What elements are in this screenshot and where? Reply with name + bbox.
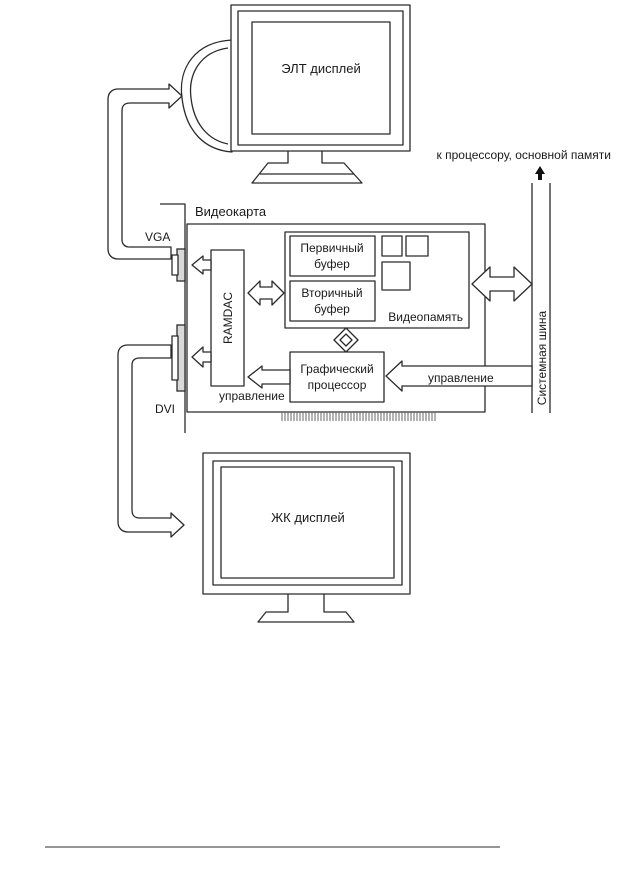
secondary-buffer-line2: буфер	[314, 302, 350, 316]
ramdac-label: RAMDAC	[221, 292, 235, 344]
dvi-cable-arrow	[117, 344, 185, 538]
gpu-line1: Графический	[300, 362, 373, 376]
primary-buffer-line2: буфер	[314, 257, 350, 271]
pci-edge-connector	[281, 412, 436, 421]
ramdac-to-dvi-arrow	[191, 346, 212, 368]
gpu-to-ramdac-control-arrow	[247, 365, 291, 389]
videocard-label: Видеокарта	[195, 204, 267, 219]
memory-gpu-arrow	[333, 327, 359, 353]
system-bus: Системная шина	[531, 183, 551, 413]
dvi-connector: DVI	[155, 324, 186, 416]
up-arrow-icon	[535, 166, 545, 180]
crt-monitor: ЭЛТ дисплей	[180, 4, 411, 184]
dvi-label: DVI	[155, 402, 175, 416]
secondary-buffer	[289, 280, 376, 322]
memory-cell	[381, 235, 403, 257]
ramdac-memory-arrow	[247, 280, 285, 306]
bus-to-gpu-control-arrow	[385, 360, 533, 392]
videomemory-block: Первичный буфер Вторичный буфер Видеопам…	[284, 231, 470, 329]
lcd-monitor-label: ЖК дисплей	[271, 510, 345, 525]
ramdac-to-vga-arrow	[191, 255, 212, 275]
crt-monitor-label: ЭЛТ дисплей	[281, 61, 360, 76]
control-label-left: управление	[219, 389, 285, 403]
vga-cable-arrow	[107, 83, 183, 260]
vga-connector: VGA	[145, 230, 186, 282]
control-label-right: управление	[428, 371, 494, 385]
videomemory-label: Видеопамять	[388, 310, 463, 324]
gpu-line2: процессор	[308, 378, 367, 392]
system-bus-label: Системная шина	[535, 310, 549, 405]
primary-buffer-line1: Первичный	[300, 241, 363, 255]
primary-buffer	[289, 235, 376, 277]
vga-label: VGA	[145, 230, 170, 244]
secondary-buffer-line1: Вторичный	[301, 286, 362, 300]
memory-cell	[381, 261, 411, 291]
gpu-block: Графический процессор	[289, 351, 385, 403]
ramdac-block: RAMDAC	[210, 249, 245, 387]
memory-cell	[405, 235, 429, 257]
cpu-memory-label: к процессору, основной памяти	[437, 148, 611, 162]
memory-bus-arrow	[471, 266, 533, 302]
lcd-monitor: ЖК дисплей	[202, 452, 411, 623]
